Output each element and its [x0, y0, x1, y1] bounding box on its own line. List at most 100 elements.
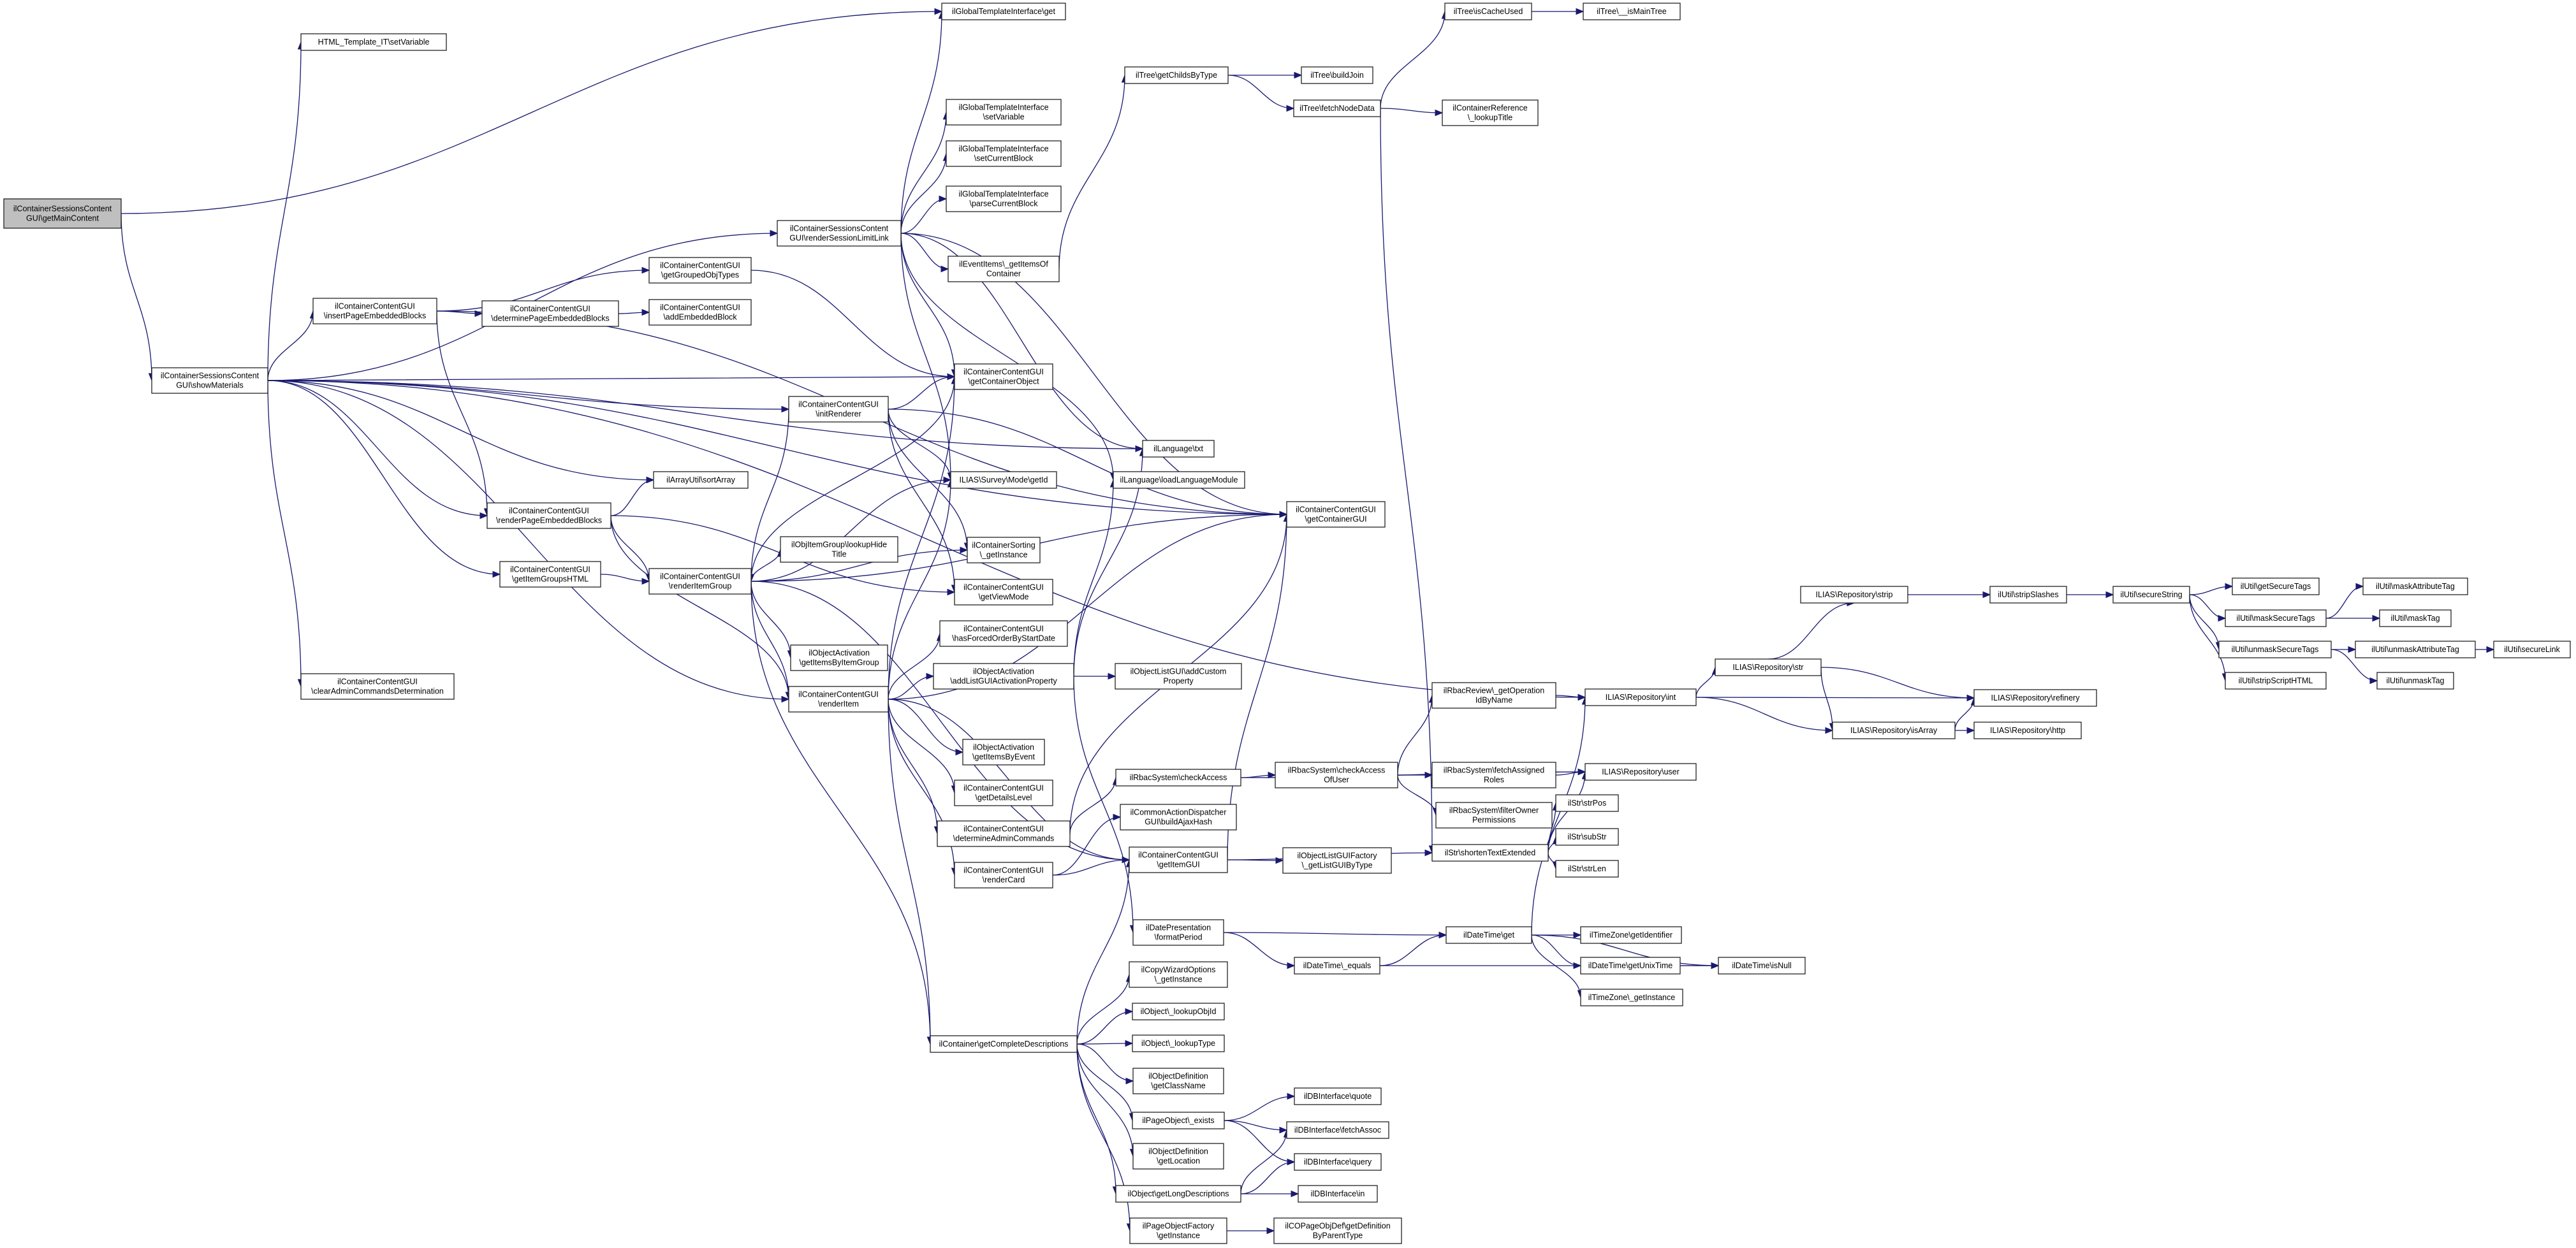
- node-ildbinterface-fetchassoc[interactable]: ilDBInterface\fetchAssoc: [1286, 1121, 1389, 1139]
- node-ilutil-unmasktag[interactable]: ilUtil\unmaskTag: [2376, 672, 2454, 690]
- node-ilobjectactivation-getitemsbyitemgroup[interactable]: ilObjectActivation\getItemsByItemGroup: [790, 644, 888, 671]
- node-ildatetime-equals[interactable]: ilDateTime\_equals: [1294, 957, 1380, 975]
- node-box: [1124, 66, 1229, 84]
- node-label-line: \getGroupedObjTypes: [661, 271, 739, 280]
- node-ilcontainersessionscontentgui-rendersessionlimitlink[interactable]: ilContainerSessionsContentGUI\renderSess…: [777, 220, 902, 247]
- node-ilutil-masksecuretags[interactable]: ilUtil\maskSecureTags: [2225, 609, 2327, 627]
- node-ildatepresentation-formatperiod[interactable]: ilDatePresentation\formatPeriod: [1132, 919, 1224, 946]
- node-ilstr-shortentextextended[interactable]: ilStr\shortenTextExtended: [1431, 844, 1549, 862]
- node-ilstr-strlen[interactable]: ilStr\strLen: [1555, 860, 1619, 878]
- node-illanguage-txt[interactable]: ilLanguage\txt: [1142, 440, 1215, 458]
- node-ilcontainer-getcompletedescriptions[interactable]: ilContainer\getCompleteDescriptions: [930, 1035, 1078, 1053]
- node-ilias-repository-user[interactable]: ILIAS\Repository\user: [1584, 763, 1697, 781]
- node-ilobject-getlongdescriptions[interactable]: ilObject\getLongDescriptions: [1115, 1185, 1241, 1203]
- node-iltimezone-getidentifier[interactable]: ilTimeZone\getIdentifier: [1580, 926, 1682, 944]
- node-ilcontainercontentgui-clearadmincommandsdetermination[interactable]: ilContainerContentGUI\clearAdminCommands…: [300, 673, 455, 700]
- node-ilrbacsystem-checkaccess[interactable]: ilRbacSystem\checkAccess: [1115, 769, 1241, 787]
- node-ildbinterface-in[interactable]: ilDBInterface\in: [1298, 1185, 1378, 1203]
- node-ilcontainercontentgui-renderitem[interactable]: ilContainerContentGUI\renderItem: [788, 686, 889, 713]
- node-ilobject-lookupobjid[interactable]: ilObject\_lookupObjId: [1132, 1003, 1225, 1020]
- node-html-template-it-setvariable[interactable]: HTML_Template_IT\setVariable: [300, 33, 447, 51]
- node-iltree-ismaintree[interactable]: ilTree\__isMainTree: [1583, 3, 1681, 20]
- node-ilcontainerreference-lookuptitle[interactable]: ilContainerReference\_lookupTitle: [1442, 99, 1539, 126]
- node-ilutil-unmaskattributetag[interactable]: ilUtil\unmaskAttributeTag: [2355, 641, 2476, 658]
- node-ilcontainercontentgui-hasforcedorderbystartdate[interactable]: ilContainerContentGUI\hasForcedOrderBySt…: [939, 620, 1068, 647]
- node-ilutil-securestring[interactable]: ilUtil\secureString: [2112, 586, 2190, 604]
- node-ilias-repository-isarray[interactable]: ILIAS\Repository\isArray: [1832, 722, 1956, 739]
- node-ildbinterface-query[interactable]: ilDBInterface\query: [1294, 1153, 1382, 1171]
- node-ilstr-strpos[interactable]: ilStr\strPos: [1555, 794, 1619, 812]
- node-ilcontainercontentgui-rendercard[interactable]: ilContainerContentGUI\renderCard: [954, 862, 1053, 889]
- node-ilcontainercontentgui-getgroupedobjtypes[interactable]: ilContainerContentGUI\getGroupedObjTypes: [648, 257, 752, 284]
- node-ilglobaltemplateinterface-get[interactable]: ilGlobalTemplateInterface\get: [941, 3, 1066, 20]
- node-ilcontainersessionscontentgui-showmaterials[interactable]: ilContainerSessionsContentGUI\showMateri…: [151, 367, 268, 394]
- node-ilias-survey-mode-getid[interactable]: ILIAS\Survey\Mode\getId: [950, 471, 1057, 489]
- node-ilcontainercontentgui-determinepageembeddedblocks[interactable]: ilContainerContentGUI\determinePageEmbed…: [481, 300, 619, 327]
- node-ilcontainercontentgui-getcontainergui[interactable]: ilContainerContentGUI\getContainerGUI: [1286, 501, 1386, 528]
- node-iltimezone-getinstance[interactable]: ilTimeZone\_getInstance: [1580, 989, 1683, 1006]
- node-ilcontainercontentgui-initrenderer[interactable]: ilContainerContentGUI\initRenderer: [788, 396, 889, 423]
- node-ilobjectlistguifactory-getlistguibytype[interactable]: ilObjectListGUIFactory\_getListGUIByType: [1282, 847, 1392, 874]
- node-ilpageobject-exists[interactable]: ilPageObject\_exists: [1132, 1112, 1225, 1129]
- node-ilias-repository-str[interactable]: ILIAS\Repository\str: [1715, 658, 1822, 676]
- node-ilcontainercontentgui-addembeddedblock[interactable]: ilContainerContentGUI\addEmbeddedBlock: [648, 299, 752, 326]
- node-ilutil-stripslashes[interactable]: ilUtil\stripSlashes: [1989, 586, 2067, 604]
- node-ilobjectactivation-getitemsbyevent[interactable]: ilObjectActivation\getItemsByEvent: [962, 739, 1045, 765]
- node-illanguage-loadlanguagemodule[interactable]: ilLanguage\loadLanguageModule: [1113, 471, 1245, 489]
- node-ilutil-unmasksecuretags[interactable]: ilUtil\unmaskSecureTags: [2218, 641, 2332, 658]
- node-ildbinterface-quote[interactable]: ilDBInterface\quote: [1294, 1087, 1382, 1105]
- node-ilcontainersorting-getinstance[interactable]: ilContainerSorting\_getInstance: [967, 537, 1041, 563]
- node-iltree-getchildsbytype[interactable]: ilTree\getChildsByType: [1124, 66, 1229, 84]
- node-ilarrayutil-sortarray[interactable]: ilArrayUtil\sortArray: [653, 471, 749, 489]
- node-ilglobaltemplateinterface-setcurrentblock[interactable]: ilGlobalTemplateInterface\setCurrentBloc…: [946, 140, 1062, 167]
- node-iltree-iscacheused[interactable]: ilTree\isCacheUsed: [1444, 3, 1532, 20]
- node-ilstr-substr[interactable]: ilStr\subStr: [1555, 828, 1619, 846]
- node-ilcontainercontentgui-getdetailslevel[interactable]: ilContainerContentGUI\getDetailsLevel: [954, 780, 1053, 806]
- node-ilcopywizardoptions-getinstance[interactable]: ilCopyWizardOptions\_getInstance: [1129, 961, 1228, 988]
- node-ilcontainercontentgui-renderitemgroup[interactable]: ilContainerContentGUI\renderItemGroup: [648, 568, 752, 595]
- node-ildatetime-isnull[interactable]: ilDateTime\isNull: [1718, 957, 1806, 975]
- node-ilutil-stripscripthtml[interactable]: ilUtil\stripScriptHTML: [2225, 672, 2327, 690]
- node-ilias-repository-refinery[interactable]: ILIAS\Repository\refinery: [1973, 689, 2097, 707]
- node-ilcontainercontentgui-renderpageembeddedblocks[interactable]: ilContainerContentGUI\renderPageEmbedded…: [487, 502, 611, 529]
- node-ilutil-maskattributetag[interactable]: ilUtil\maskAttributeTag: [2362, 577, 2468, 595]
- node-ilglobaltemplateinterface-setvariable[interactable]: ilGlobalTemplateInterface\setVariable: [946, 99, 1062, 126]
- node-ilcontainercontentgui-getitemgroupshtml[interactable]: ilContainerContentGUI\getItemGroupsHTML: [499, 561, 601, 588]
- node-ilcontainercontentgui-insertpageembeddedblocks[interactable]: ilContainerContentGUI\insertPageEmbedded…: [312, 298, 437, 324]
- node-ildatetime-get[interactable]: ilDateTime\get: [1445, 926, 1532, 944]
- node-ilcommonactiondispatchergui-buildajaxhash[interactable]: ilCommonActionDispatcherGUI\buildAjaxHas…: [1120, 804, 1237, 831]
- node-ilobject-lookuptype[interactable]: ilObject\_lookupType: [1132, 1034, 1225, 1052]
- node-ilglobaltemplateinterface-parsecurrentblock[interactable]: ilGlobalTemplateInterface\parseCurrentBl…: [946, 185, 1062, 212]
- node-ilutil-getsecuretags[interactable]: ilUtil\getSecureTags: [2232, 577, 2320, 595]
- node-ilobjectdefinition-getlocation[interactable]: ilObjectDefinition\getLocation: [1132, 1143, 1224, 1170]
- node-ilcontainercontentgui-getitemgui[interactable]: ilContainerContentGUI\getItemGUI: [1129, 846, 1228, 873]
- node-ilcontainercontentgui-determineadmincommands[interactable]: ilContainerContentGUI\determineAdminComm…: [937, 820, 1071, 847]
- node-ilutil-securelink[interactable]: ilUtil\secureLink: [2493, 641, 2571, 658]
- node-iltree-buildjoin[interactable]: ilTree\buildJoin: [1301, 66, 1373, 84]
- node-ildatetime-getunixtime[interactable]: ilDateTime\getUnixTime: [1580, 957, 1681, 975]
- node-ilias-repository-int[interactable]: ILIAS\Repository\int: [1584, 688, 1697, 706]
- node-iltree-fetchnodedata[interactable]: ilTree\fetchNodeData: [1293, 99, 1381, 117]
- node-ilias-repository-strip[interactable]: ILIAS\Repository\strip: [1800, 586, 1908, 604]
- node-ilcontainersessionscontentgui-getmaincontent[interactable]: ilContainerSessionsContentGUI\getMainCon…: [3, 198, 122, 229]
- node-label-line: ilUtil\unmaskTag: [2386, 676, 2444, 685]
- node-box: [1989, 586, 2067, 604]
- node-ilcontainercontentgui-getcontainerobject[interactable]: ilContainerContentGUI\getContainerObject: [954, 363, 1053, 390]
- node-label-line: ilGlobalTemplateInterface: [958, 145, 1048, 154]
- node-ilutil-masktag[interactable]: ilUtil\maskTag: [2379, 609, 2452, 627]
- node-ilcontainercontentgui-getviewmode[interactable]: ilContainerContentGUI\getViewMode: [954, 579, 1053, 606]
- node-ilpageobjectfactory-getinstance[interactable]: ilPageObjectFactory\getInstance: [1129, 1217, 1227, 1244]
- edge-unmaskSecureTags-to-unmaskTag: [2331, 649, 2378, 685]
- node-ilias-repository-http[interactable]: ILIAS\Repository\http: [1973, 722, 2082, 739]
- node-ilobjectdefinition-getclassname[interactable]: ilObjectDefinition\getClassName: [1132, 1068, 1224, 1094]
- node-box: [1273, 1217, 1402, 1244]
- node-ilobjectactivation-addlistguiactivationproperty[interactable]: ilObjectActivation\addListGUIActivationP…: [933, 663, 1074, 690]
